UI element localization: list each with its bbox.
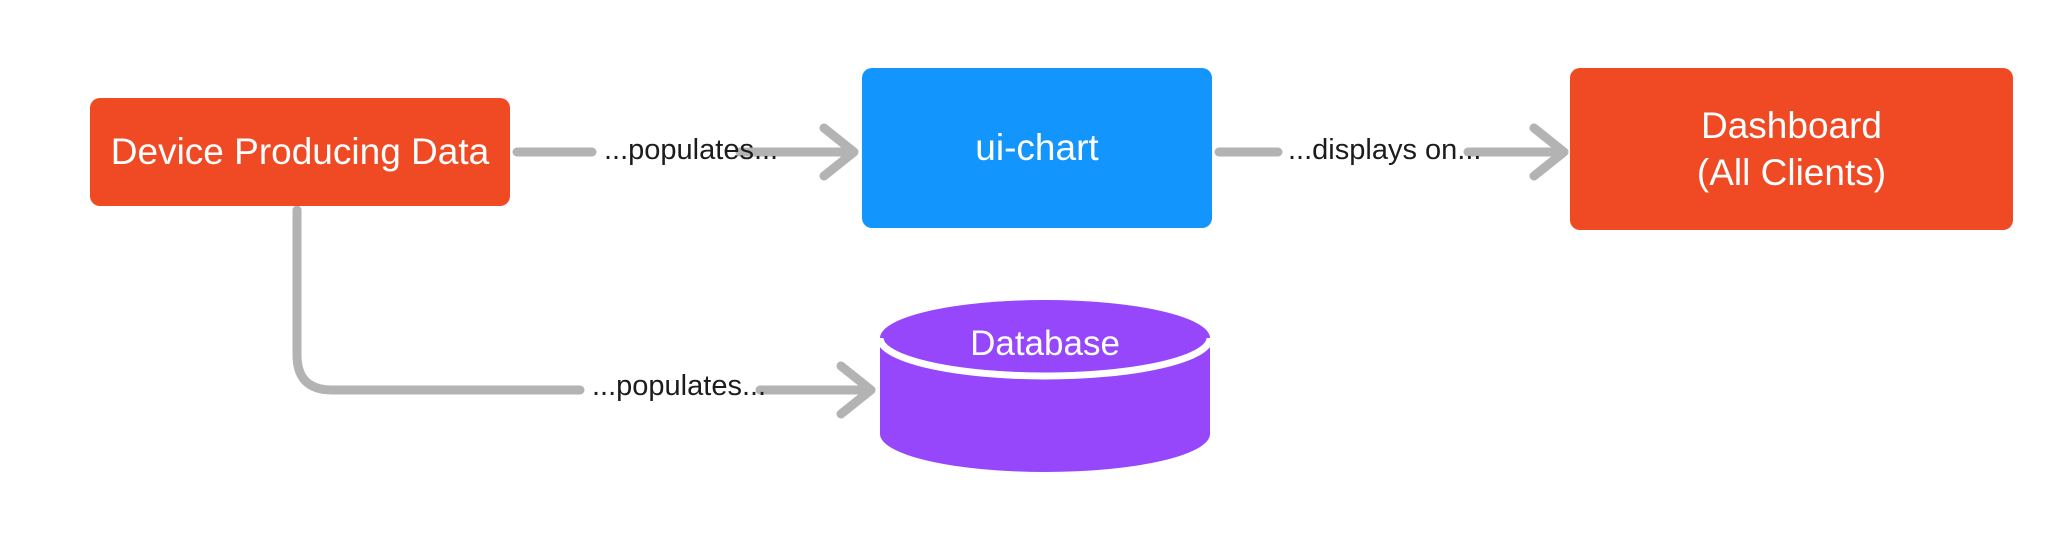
node-database[interactable]: Database bbox=[880, 300, 1210, 472]
node-label: ui-chart bbox=[975, 127, 1099, 169]
cylinder-shape-icon bbox=[880, 300, 1210, 472]
node-label: Device Producing Data bbox=[110, 131, 490, 173]
edge-elbow-path bbox=[292, 205, 585, 395]
edge-label-ui-chart-to-dashboard: ...displays on... bbox=[1288, 134, 1482, 166]
node-label: Dashboard (All Clients) bbox=[1696, 104, 1887, 193]
arrowhead-icon bbox=[819, 123, 859, 181]
arrowhead-icon bbox=[836, 361, 876, 419]
edge-device-to-ui-chart bbox=[512, 123, 859, 181]
edge-ui-chart-to-dashboard bbox=[1214, 123, 1569, 181]
node-device-producing-data[interactable]: Device Producing Data bbox=[90, 98, 510, 206]
edge-device-to-database bbox=[292, 205, 876, 419]
node-ui-chart[interactable]: ui-chart bbox=[862, 68, 1212, 228]
arrowhead-icon bbox=[1529, 123, 1569, 181]
edge-label-device-to-ui-chart: ...populates... bbox=[604, 134, 779, 166]
node-dashboard[interactable]: Dashboard (All Clients) bbox=[1570, 68, 2013, 230]
edge-label-device-to-database: ...populates... bbox=[592, 370, 767, 402]
cylinder-top bbox=[880, 300, 1210, 376]
cylinder-seam bbox=[880, 337, 1210, 380]
